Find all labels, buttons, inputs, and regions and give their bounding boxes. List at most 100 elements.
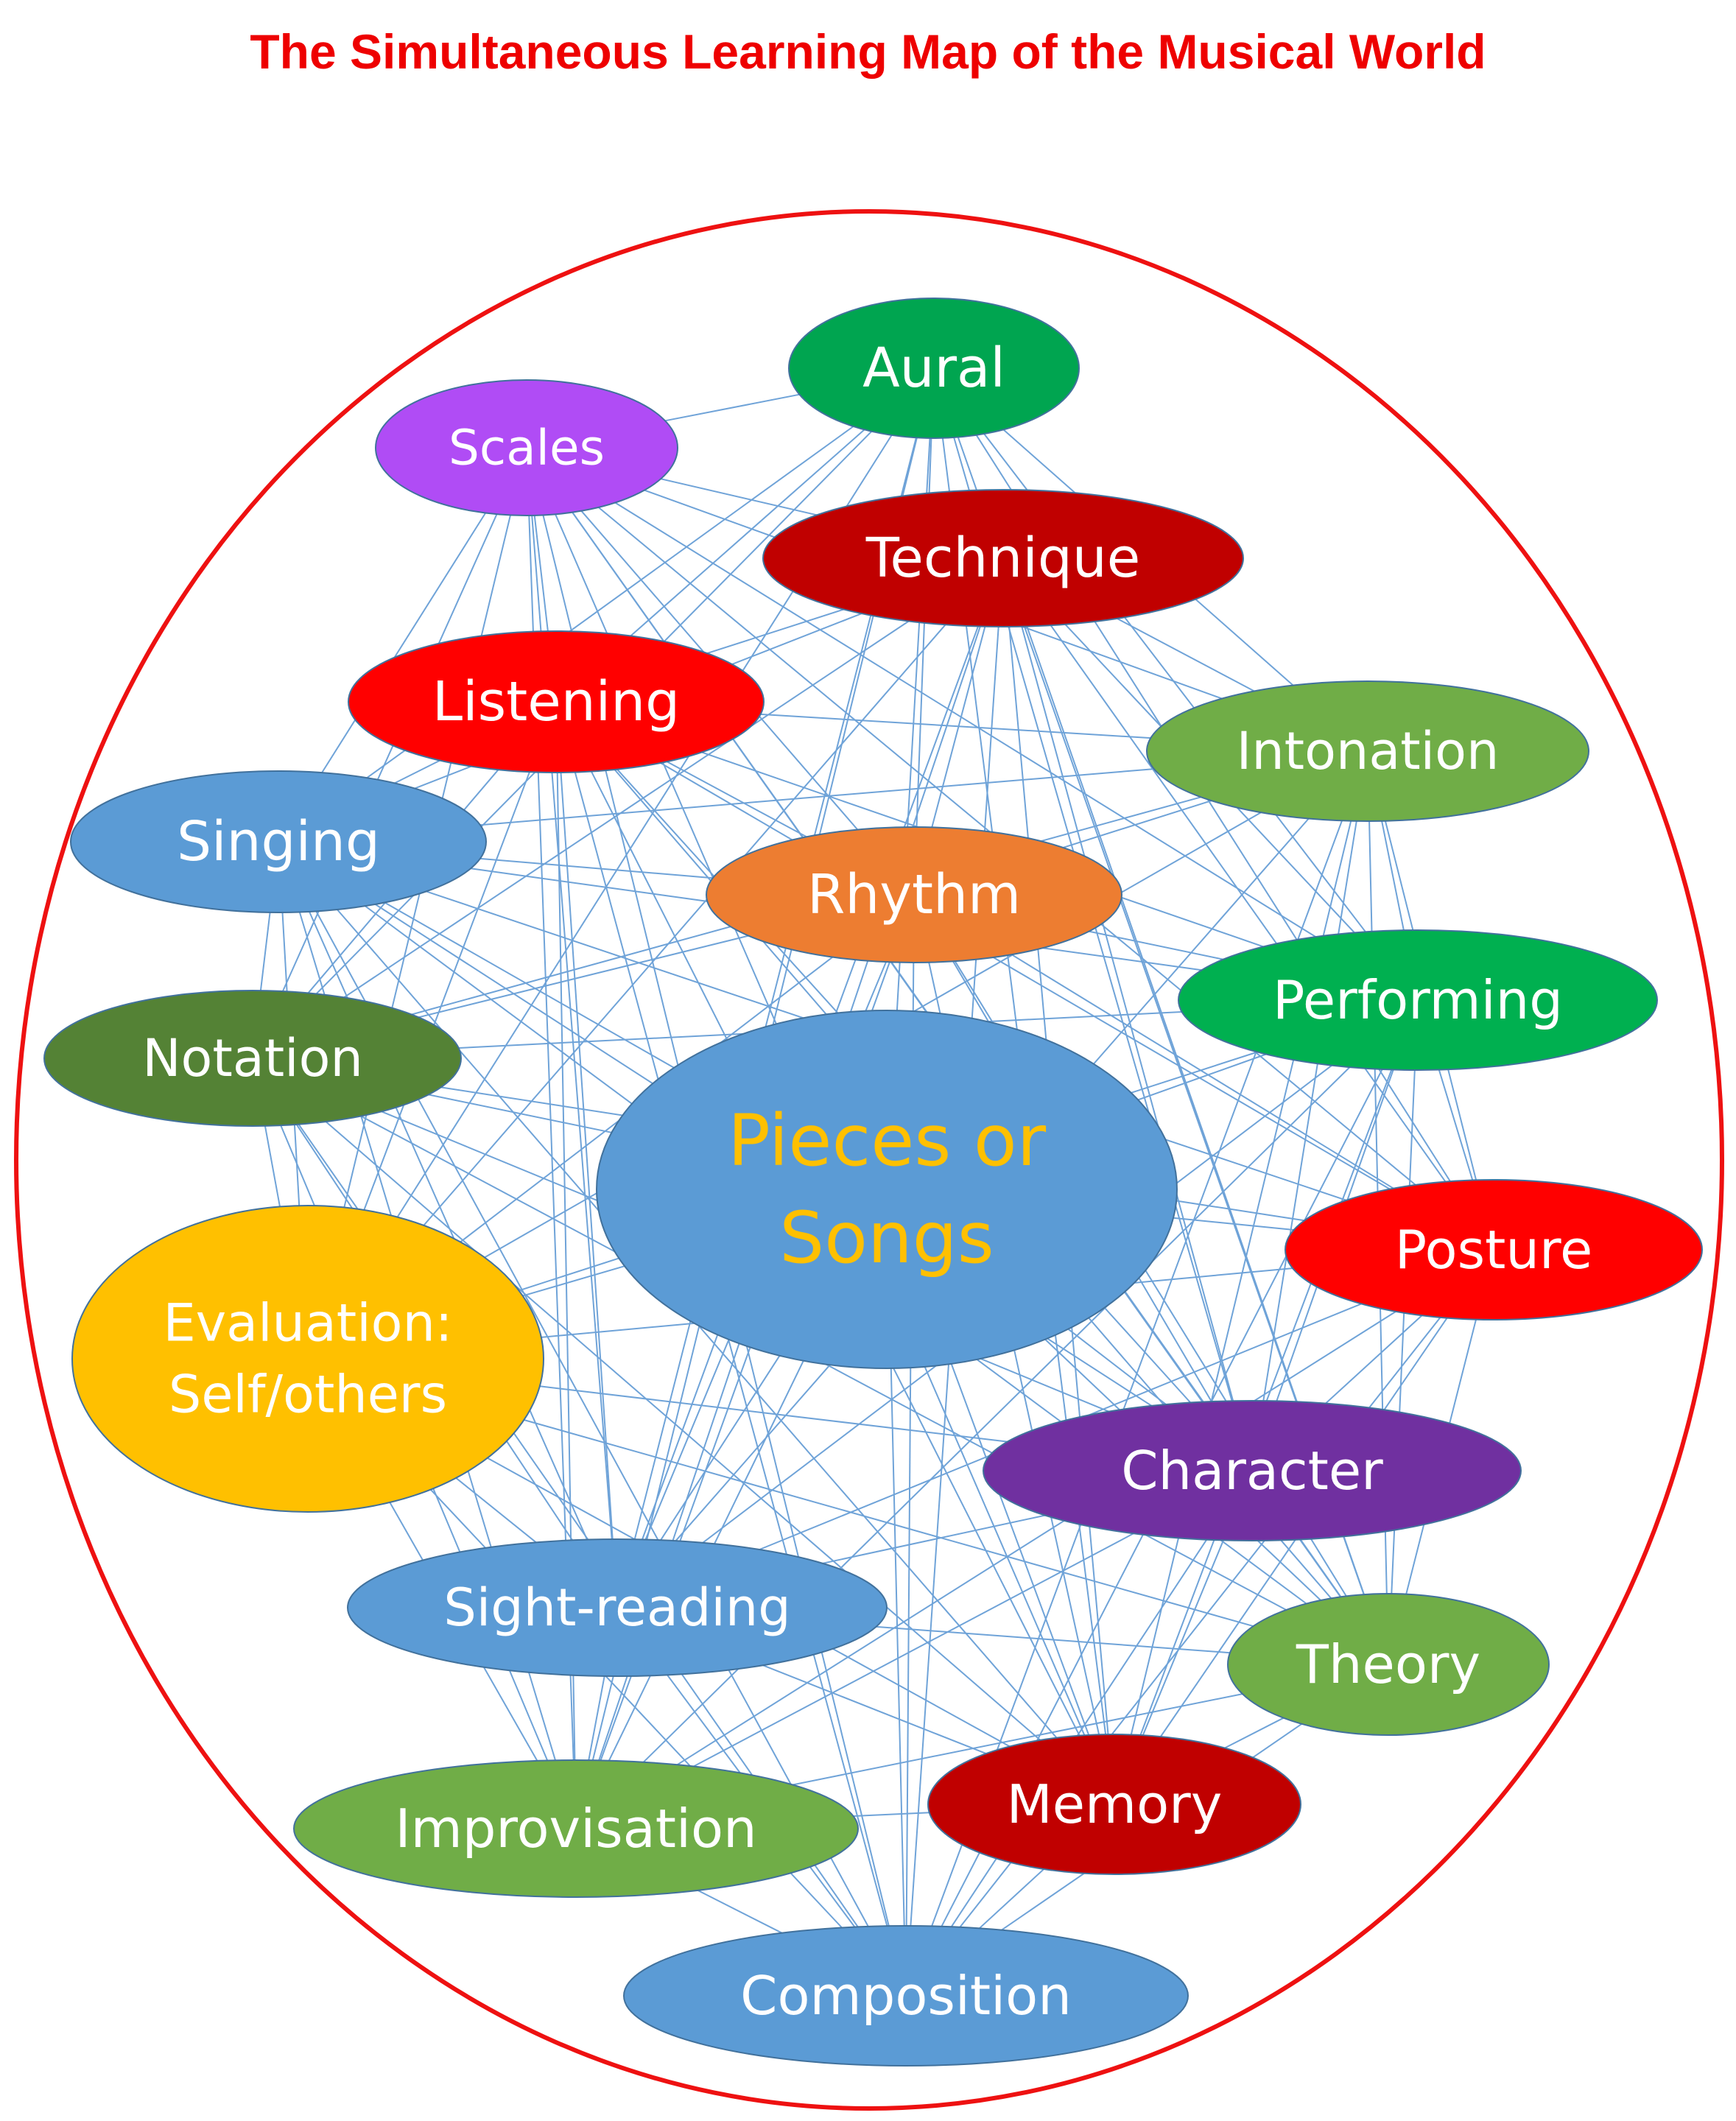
connection-line-technique-posture [1050, 625, 1447, 1183]
node-label-sightreading: Sight-reading [443, 1577, 790, 1638]
connection-line-memory-composition [979, 1868, 1044, 1930]
node-aural: Aural [788, 298, 1080, 439]
connection-line-character-composition [950, 1539, 1208, 1927]
connection-line-listening-intonation [760, 713, 1151, 739]
node-label-theory: Theory [1296, 1633, 1480, 1695]
node-theory: Theory [1227, 1593, 1550, 1736]
connection-line-listening-rhythm [667, 761, 807, 838]
connection-line-scales-listening [533, 515, 549, 632]
node-label-character: Character [1121, 1440, 1383, 1502]
connection-line-pieces-notation [428, 1094, 612, 1133]
node-rhythm: Rhythm [706, 826, 1122, 963]
connection-line-intonation-performing [1381, 820, 1405, 931]
connection-line-rhythm-notation [418, 935, 749, 1019]
connection-line-character-theory [1299, 1538, 1342, 1597]
connection-line-performing-pieces [1137, 1053, 1267, 1101]
node-memory: Memory [927, 1734, 1301, 1875]
node-technique: Technique [762, 489, 1244, 627]
node-label-evaluation: Self/others [169, 1364, 447, 1424]
connection-line-pieces-composition [890, 1368, 905, 1927]
connection-line-posture-improvisation [677, 1311, 1396, 1766]
connection-line-character-improvisation [693, 1533, 1134, 1768]
connection-line-singing-rhythm [479, 857, 713, 879]
connection-line-sightreading-memory [762, 1664, 987, 1755]
connection-line-rhythm-performing [1089, 930, 1223, 960]
connection-line-scales-performing [614, 502, 1316, 938]
node-label-evaluation: Evaluation: [164, 1293, 453, 1354]
topic-nodes: AuralScalesTechniqueListeningIntonationS… [43, 298, 1703, 2067]
connection-line-listening-evaluation [363, 771, 530, 1211]
outer-circle [14, 209, 1724, 2111]
node-ellipse-character [983, 1400, 1522, 1541]
connection-line-pieces-memory [950, 1363, 1090, 1736]
node-label-singing: Singing [177, 810, 380, 873]
connection-line-sightreading-improvisation [588, 1675, 605, 1761]
connection-line-improvisation-composition [697, 1890, 783, 1934]
connection-line-technique-notation [343, 620, 910, 999]
connection-line-pieces-posture [1173, 1217, 1294, 1231]
node-ellipse-sightreading [347, 1538, 888, 1677]
node-label-rhythm: Rhythm [807, 863, 1021, 926]
node-ellipse-intonation [1146, 680, 1589, 822]
node-label-composition: Composition [740, 1965, 1072, 2027]
node-label-notation: Notation [142, 1028, 363, 1088]
connection-line-improvisation-memory [853, 1812, 930, 1817]
node-label-technique: Technique [865, 527, 1141, 590]
connection-line-intonation-rhythm [1063, 800, 1212, 848]
connection-line-listening-posture [660, 762, 1391, 1190]
connection-line-evaluation-sightreading [455, 1477, 537, 1544]
node-label-intonation: Intonation [1237, 721, 1500, 781]
node-label-improvisation: Improvisation [395, 1798, 756, 1860]
node-label-pieces: Songs [779, 1197, 994, 1279]
connection-line-technique-intonation [1117, 618, 1255, 692]
connection-line-posture-character [1325, 1315, 1423, 1404]
node-label-aural: Aural [862, 337, 1005, 400]
connection-line-intonation-singing [479, 768, 1154, 826]
node-ellipse-singing [70, 770, 487, 913]
connection-line-pieces-character [1067, 1328, 1167, 1405]
connection-line-character-memory [1142, 1540, 1224, 1736]
connection-line-rhythm-posture [1011, 954, 1394, 1189]
node-notation: Notation [43, 990, 462, 1127]
connection-line-technique-listening [706, 608, 844, 655]
node-listening: Listening [348, 630, 765, 773]
connection-line-pieces-sightreading [660, 1355, 781, 1541]
connection-line-pieces-singing [384, 901, 675, 1069]
node-ellipse-composition [623, 1925, 1189, 2067]
node-ellipse-notation [43, 990, 462, 1127]
node-label-listening: Listening [432, 670, 680, 734]
connection-line-listening-singing [394, 759, 440, 784]
node-label-scales: Scales [449, 420, 605, 476]
node-ellipse-evaluation [71, 1205, 544, 1513]
node-scales: Scales [375, 379, 678, 516]
node-label-posture: Posture [1395, 1219, 1593, 1281]
node-ellipse-listening [348, 630, 765, 773]
node-singing: Singing [70, 770, 487, 913]
connection-line-pieces-evaluation [522, 1265, 625, 1297]
node-evaluation: Evaluation: Self/others [71, 1205, 544, 1513]
node-ellipse-pieces [596, 1010, 1178, 1369]
connection-line-singing-notation [259, 912, 271, 991]
connection-line-technique-character [1021, 626, 1234, 1401]
node-intonation: Intonation [1146, 680, 1589, 822]
connection-line-scales-singing [321, 512, 487, 773]
connection-line-scales-technique [660, 478, 818, 516]
connection-line-performing-posture [1438, 1069, 1474, 1181]
connection-line-aural-sightreading [633, 437, 917, 1540]
node-posture: Posture [1285, 1179, 1703, 1320]
connection-line-listening-composition [574, 772, 888, 1927]
connection-line-aural-scales [664, 393, 800, 422]
connection-line-technique-evaluation [423, 624, 946, 1226]
connection-line-evaluation-character [539, 1385, 1008, 1443]
node-sightreading: Sight-reading [347, 1538, 888, 1677]
node-ellipse-posture [1285, 1179, 1703, 1320]
connection-line-listening-sightreading [560, 772, 614, 1540]
node-ellipse-aural [788, 298, 1080, 439]
connection-line-theory-improvisation [793, 1693, 1243, 1786]
node-ellipse-improvisation [293, 1759, 859, 1898]
node-ellipse-technique [762, 489, 1244, 627]
connection-line-theory-memory [1224, 1717, 1285, 1749]
connection-line-notation-memory [325, 1121, 1041, 1741]
